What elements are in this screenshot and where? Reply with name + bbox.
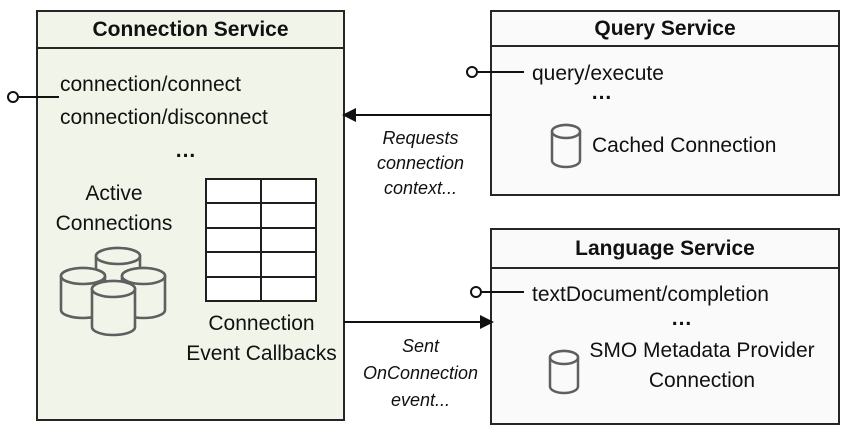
language-endpoint-ellipsis: ... (671, 307, 693, 330)
callback-table-cell (207, 253, 260, 276)
interface-circle-icon (470, 286, 482, 298)
query-service-box: Query Service query/execute ... Cached C… (490, 10, 840, 196)
interface-line (19, 96, 59, 98)
smo-connection-database-icon (548, 349, 580, 395)
language-endpoint: textDocument/completion (532, 283, 769, 306)
query-endpoint-ellipsis: ... (591, 81, 613, 104)
connection-service-box: Connection Service connection/connect co… (36, 10, 345, 421)
callback-table-cell (262, 180, 315, 203)
query-service-title: Query Service (492, 12, 838, 47)
connection-endpoints-ellipsis: ... (175, 139, 197, 162)
sent-arrow-label: Sent OnConnection event... (362, 336, 479, 410)
connection-endpoints: connection/connect connection/disconnect (60, 73, 268, 129)
active-connections-cylinders-icon (59, 246, 167, 337)
language-service-title: Language Service (492, 230, 838, 269)
language-service-box: Language Service textDocument/completion… (490, 228, 840, 425)
cached-connection-label: Cached Connection (592, 134, 777, 157)
connection-service-title: Connection Service (38, 12, 343, 49)
sent-onconnection-arrow (344, 315, 494, 329)
smo-connection-label: SMO Metadata Provider Connection (589, 339, 815, 392)
interface-circle-icon (7, 91, 19, 103)
callback-table-cell (207, 204, 260, 227)
cached-connection-database-icon (550, 123, 582, 169)
callback-table-cell (262, 277, 315, 300)
callback-table (205, 178, 317, 302)
active-connections-label: Active Connections (55, 182, 173, 235)
callback-table-cell (207, 277, 260, 300)
callback-table-cell (207, 228, 260, 252)
callback-table-cell (207, 180, 260, 203)
callback-table-cell (262, 253, 315, 276)
callbacks-label: Connection Event Callbacks (186, 312, 337, 365)
requests-connection-arrow (342, 108, 492, 122)
interface-circle-icon (466, 66, 478, 78)
callback-table-cell (262, 204, 315, 227)
query-endpoint: query/execute (532, 62, 664, 85)
requests-arrow-label: Requests connection context... (376, 128, 465, 198)
interface-line (478, 71, 524, 73)
callback-table-cell (262, 228, 315, 252)
interface-line (482, 291, 524, 293)
